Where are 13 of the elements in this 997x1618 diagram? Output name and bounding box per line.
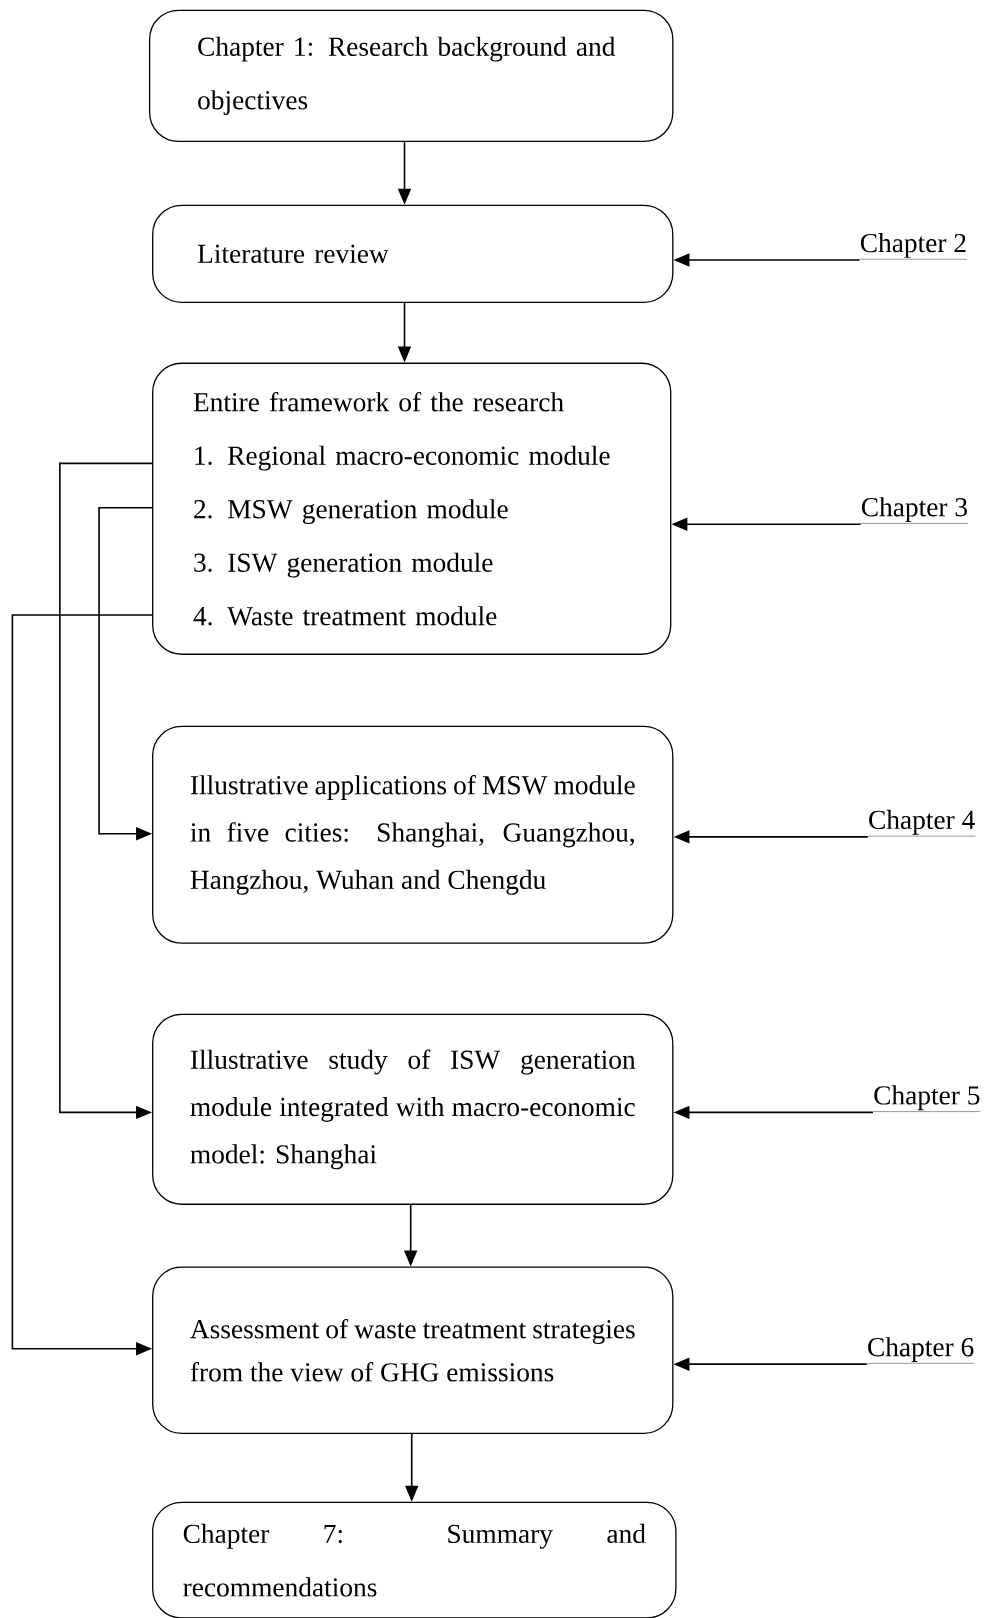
text-box: Chapter 1: Research background and objectives	[149, 9, 674, 143]
chapter-label: Chapter 6	[866, 1337, 975, 1364]
text-box: Chapter 7: Summary and recommendations	[152, 1501, 677, 1618]
chapter-label: Chapter 3	[860, 497, 969, 524]
text-box: Entire framework of the research 1. Regional macro-economic module 2. MSW generation module 3. ISW generation module 4. Waste treatment module	[152, 362, 672, 655]
chapter-label: Chapter 5	[873, 1085, 981, 1112]
arrow	[98, 506, 153, 841]
text-box: Illustrative study of ISW generation module integrated with macro-economic model: Shanghai	[152, 1013, 674, 1205]
chapter-label: Chapter 2	[859, 233, 968, 260]
text-box: Illustrative applications of MSW module in five cities: Shanghai, Guangzhou, Hangzhou, Wuhan and Chengdu	[152, 725, 674, 944]
text-box: Literature review	[152, 204, 674, 303]
text-box: Assessment of waste treatment strategies from the view of GHG emissions	[152, 1266, 674, 1434]
chapter-label: Chapter 4	[867, 809, 976, 837]
